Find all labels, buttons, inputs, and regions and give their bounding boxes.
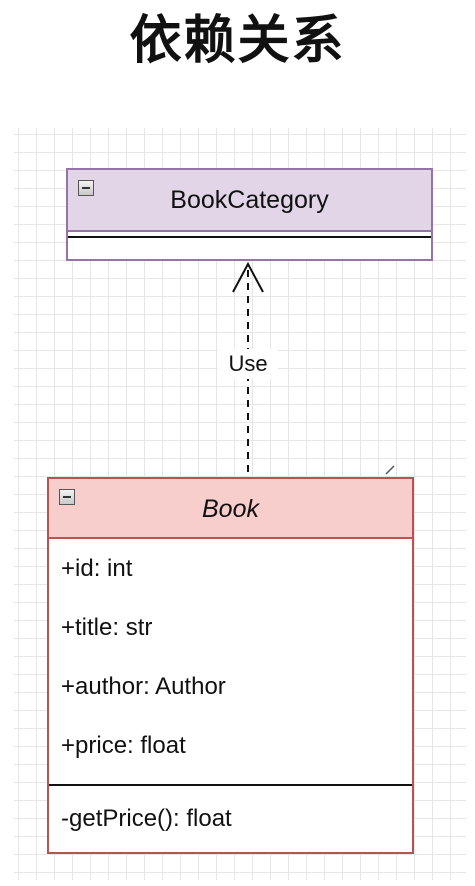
page-title: 依赖关系 [129, 11, 346, 71]
class-bookcategory-name: BookCategory [170, 186, 329, 214]
attribute-author[interactable]: +author: Author [61, 673, 226, 700]
method-getprice[interactable]: -getPrice(): float [61, 805, 232, 832]
attribute-price[interactable]: +price: float [61, 732, 186, 759]
collapse-minus-icon[interactable] [59, 489, 75, 505]
class-book-header[interactable]: Book [49, 479, 412, 539]
class-book-attributes: +id: int +title: str +author: Author +pr… [49, 539, 412, 775]
collapse-minus-icon[interactable] [78, 180, 94, 196]
class-book-name: Book [202, 495, 259, 523]
class-bookcategory-header[interactable]: BookCategory [68, 170, 431, 232]
attribute-id[interactable]: +id: int [61, 555, 133, 582]
class-book-divider [49, 784, 412, 786]
class-bookcategory[interactable]: BookCategory [66, 168, 433, 261]
class-book[interactable]: Book +id: int +title: str +author: Autho… [47, 477, 414, 854]
attribute-title[interactable]: +title: str [61, 614, 153, 641]
dependency-label[interactable]: Use [218, 349, 278, 379]
class-bookcategory-divider [68, 236, 431, 238]
